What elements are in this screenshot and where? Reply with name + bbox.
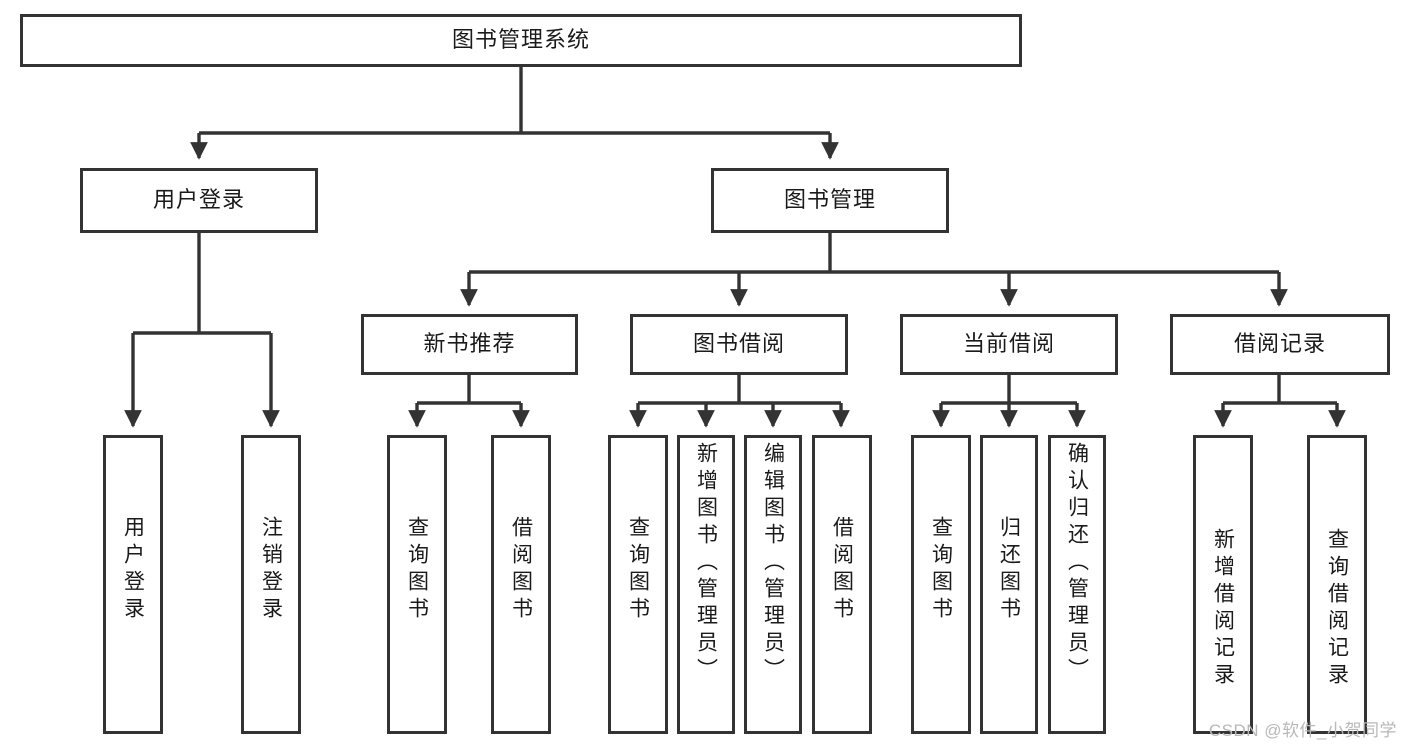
leaf-borrow-book-1[interactable]: 借阅图书 — [491, 435, 551, 734]
node-root-label: 图书管理系统 — [451, 27, 590, 53]
leaf-add-book[interactable]: 新增图书（管理员） — [677, 435, 735, 734]
node-user-login[interactable]: 用户登录 — [80, 168, 318, 233]
node-book-borrow[interactable]: 图书借阅 — [630, 314, 848, 375]
leaf-add-record[interactable]: 新增借阅记录 — [1193, 435, 1253, 734]
leaf-confirm-return-label: 确认归还（管理员） — [1065, 442, 1089, 685]
leaf-return-book[interactable]: 归还图书 — [980, 435, 1038, 734]
leaf-borrow-book-1-label: 借阅图书 — [509, 516, 533, 624]
leaf-edit-book[interactable]: 编辑图书（管理员） — [744, 435, 802, 734]
leaf-query-book-1[interactable]: 查询图书 — [387, 435, 447, 734]
leaf-user-login-label: 用户登录 — [121, 516, 145, 624]
leaf-add-record-label: 新增借阅记录 — [1211, 528, 1235, 690]
leaf-add-book-label: 新增图书（管理员） — [694, 442, 718, 685]
node-book-manage-label: 图书管理 — [783, 187, 876, 213]
node-new-book-rec[interactable]: 新书推荐 — [361, 314, 578, 375]
leaf-query-record-label: 查询借阅记录 — [1325, 528, 1349, 690]
node-current-borrow-label: 当前借阅 — [962, 331, 1055, 357]
leaf-logout[interactable]: 注销登录 — [241, 435, 301, 734]
leaf-confirm-return[interactable]: 确认归还（管理员） — [1048, 435, 1106, 734]
node-borrow-record-label: 借阅记录 — [1233, 331, 1326, 357]
node-user-login-label: 用户登录 — [152, 187, 245, 213]
leaf-query-book-2-label: 查询图书 — [626, 516, 650, 624]
leaf-query-book-3[interactable]: 查询图书 — [911, 435, 971, 734]
node-borrow-record[interactable]: 借阅记录 — [1170, 314, 1390, 375]
leaf-edit-book-label: 编辑图书（管理员） — [761, 442, 785, 685]
node-new-book-rec-label: 新书推荐 — [423, 331, 516, 357]
leaf-borrow-book-2[interactable]: 借阅图书 — [812, 435, 872, 734]
node-current-borrow[interactable]: 当前借阅 — [900, 314, 1118, 375]
node-book-manage[interactable]: 图书管理 — [711, 168, 949, 233]
leaf-logout-label: 注销登录 — [259, 516, 283, 624]
leaf-query-book-3-label: 查询图书 — [929, 516, 953, 624]
leaf-query-book-1-label: 查询图书 — [405, 516, 429, 624]
leaf-query-record[interactable]: 查询借阅记录 — [1307, 435, 1367, 734]
csdn-watermark: CSDN @软件_小贺同学 — [1208, 721, 1397, 740]
leaf-query-book-2[interactable]: 查询图书 — [608, 435, 668, 734]
leaf-borrow-book-2-label: 借阅图书 — [830, 516, 854, 624]
leaf-return-book-label: 归还图书 — [997, 516, 1021, 624]
leaf-user-login[interactable]: 用户登录 — [103, 435, 163, 734]
node-root[interactable]: 图书管理系统 — [20, 14, 1022, 67]
node-book-borrow-label: 图书借阅 — [692, 331, 785, 357]
